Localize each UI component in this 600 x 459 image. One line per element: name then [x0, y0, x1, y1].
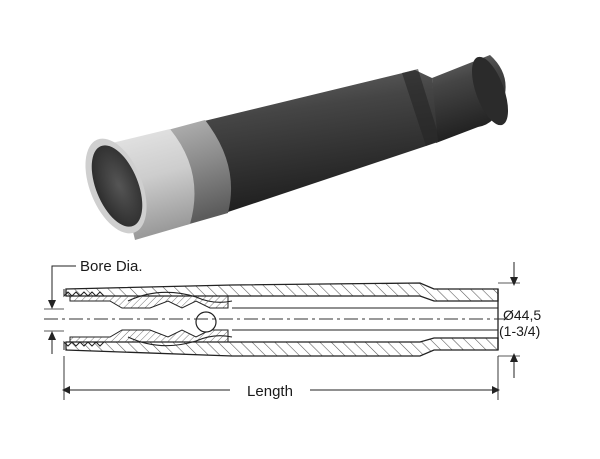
inspection-hole	[195, 311, 217, 333]
diameter-metric-label: Ø44,5	[503, 307, 541, 323]
splice-3d-illustration	[85, 55, 509, 240]
length-dimension: Length	[62, 356, 500, 400]
right-end-cylinder	[432, 55, 509, 143]
main-body	[200, 69, 440, 212]
thread-insert-top	[69, 295, 229, 309]
bore-dia-label: Bore Dia.	[80, 258, 143, 275]
jaw-bottom	[127, 335, 233, 347]
diameter-dimension: Ø44,5 (1-3/4)	[498, 262, 541, 378]
diameter-imperial-label: (1-3/4)	[499, 323, 540, 339]
thread-insert-bottom	[69, 329, 229, 343]
bore-opening	[85, 138, 147, 234]
jaw-top	[127, 291, 233, 303]
thread-teeth-top	[63, 289, 105, 298]
bore-dia-dimension: Bore Dia.	[44, 258, 143, 354]
cross-section	[44, 282, 510, 357]
thread-teeth-bottom	[63, 340, 105, 350]
length-label: Length	[247, 383, 293, 400]
